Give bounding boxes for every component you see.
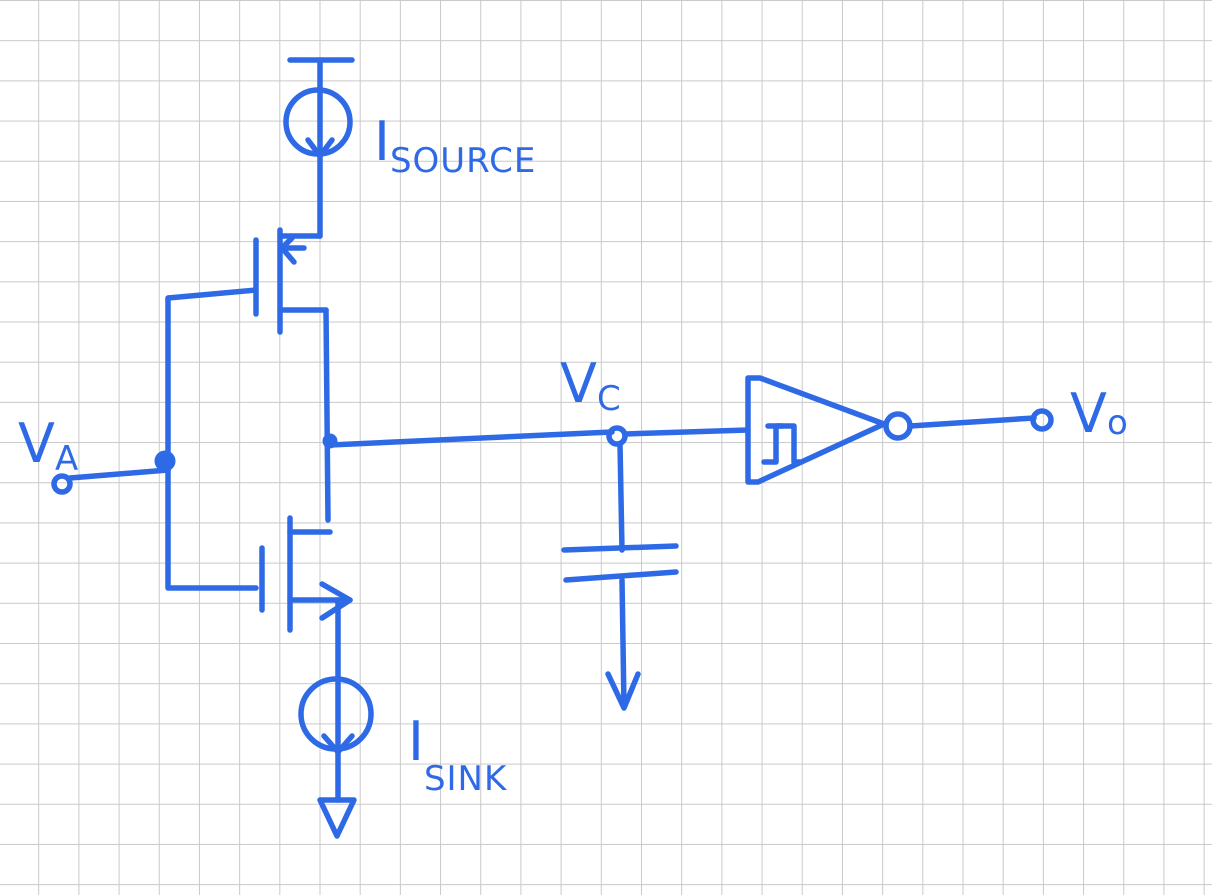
node-label: VC [560, 352, 622, 419]
node-label-main: V [560, 352, 597, 415]
pmos-transistor [253, 173, 329, 335]
output-label: Vo [1070, 382, 1129, 445]
schmitt-inverter [745, 375, 913, 485]
input-label: VA [18, 412, 79, 479]
input-label-main: V [18, 412, 55, 475]
source-label: ISOURCE [374, 110, 536, 181]
input-junction-dot [154, 450, 176, 472]
output-wire [907, 408, 1054, 432]
sink-label-main: I [408, 710, 424, 773]
output-label-main: V [1070, 382, 1107, 445]
source-current-source [283, 85, 353, 179]
source-supply [287, 57, 355, 93]
sink-label: ISINK [408, 710, 508, 799]
output-terminal [1030, 408, 1054, 432]
vc-node [606, 425, 628, 447]
vc-wire [327, 425, 751, 448]
node-label-sub: C [597, 379, 622, 419]
output-label-sub: o [1107, 403, 1129, 443]
source-label-sub: SOURCE [390, 141, 536, 181]
nmos-transistor [259, 515, 353, 633]
sink-label-sub: SINK [424, 759, 508, 799]
sink-ground [317, 797, 357, 839]
sink-current-source [298, 597, 374, 803]
input-label-sub: A [55, 439, 79, 479]
drain-wire [322, 307, 338, 523]
gate-wires [67, 287, 259, 591]
schmitt-hysteresis-icon [761, 423, 803, 465]
input-terminal [51, 473, 73, 495]
capacitor [561, 441, 679, 711]
source-label-main: I [374, 110, 390, 173]
inverter-bubble [883, 411, 913, 441]
